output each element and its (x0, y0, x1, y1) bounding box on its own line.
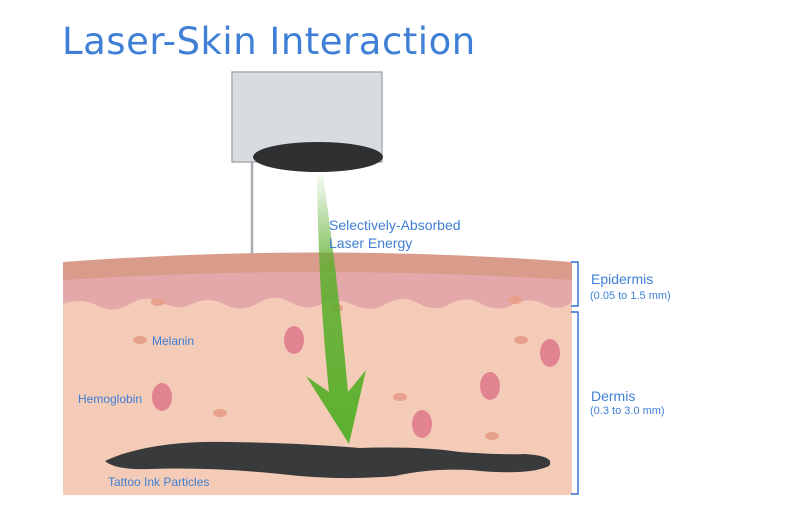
laser-aperture (253, 142, 383, 172)
dermis-range: (0.3 to 3.0 mm) (590, 405, 665, 417)
melanin-particle (213, 409, 227, 417)
tattoo-ink-label: Tattoo Ink Particles (108, 475, 210, 489)
laser-energy-label: Selectively-Absorbed Laser Energy (329, 217, 461, 251)
melanin-particle (393, 393, 407, 401)
hemoglobin-cell (412, 410, 432, 438)
tattoo-ink-particles (105, 441, 551, 479)
melanin-particle (485, 432, 499, 440)
melanin-particle (151, 298, 165, 306)
hemoglobin-cell (540, 339, 560, 367)
melanin-label: Melanin (152, 334, 195, 348)
epidermis-label: Epidermis (591, 271, 654, 287)
hemoglobin-cell (152, 383, 172, 411)
hemoglobin-label: Hemoglobin (78, 392, 143, 406)
laser-handpiece (231, 71, 383, 268)
melanin-particle (133, 336, 147, 344)
hemoglobin-cell (480, 372, 500, 400)
dermis-layer (63, 271, 572, 495)
epidermis-bracket (571, 261, 579, 307)
laser-beam-arrow (306, 175, 366, 444)
hemoglobin-cells (152, 326, 560, 438)
diagram-title: Laser-Skin Interaction (62, 20, 476, 63)
hemoglobin-cell (284, 326, 304, 354)
epidermis-top-layer (63, 252, 572, 280)
melanin-particle (514, 336, 528, 344)
dermis-bracket (571, 311, 579, 495)
epidermis-range: (0.05 to 1.5 mm) (590, 290, 671, 302)
melanin-particle (508, 296, 522, 304)
dermis-label: Dermis (591, 388, 636, 404)
